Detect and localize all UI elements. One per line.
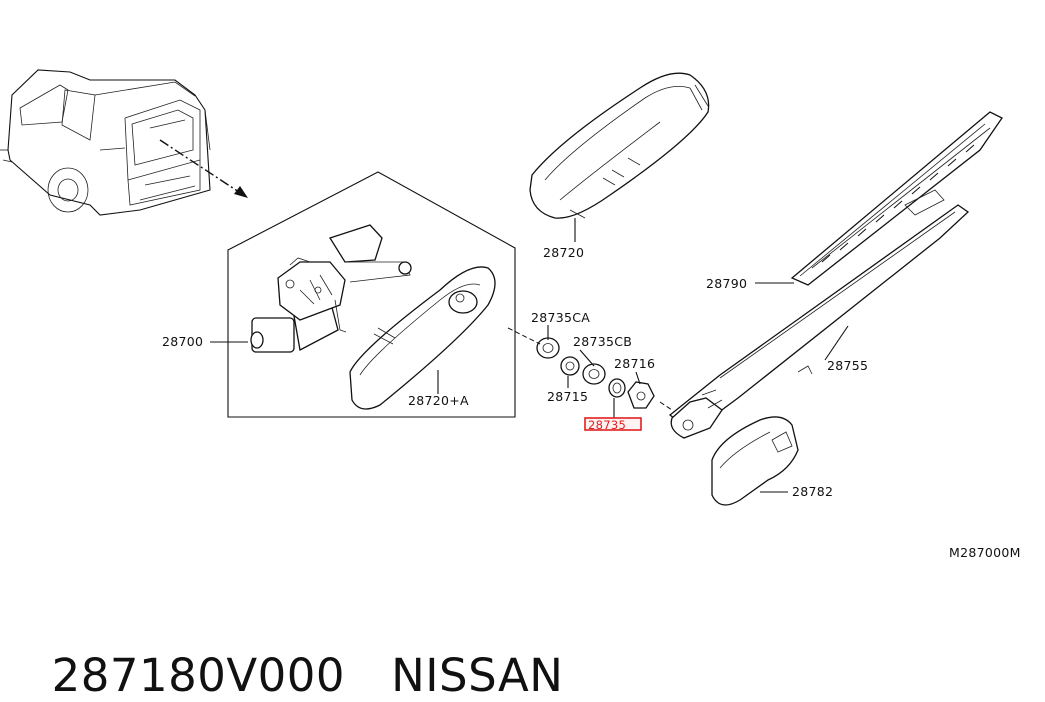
label-28720a: 28720+A [408,393,469,408]
part-28715-shape [560,356,580,376]
vehicle-pointer-arrow [159,139,246,197]
cover-28720-shape [529,72,710,219]
part-number: 287180V000 [51,649,346,702]
label-28720: 28720 [543,245,584,260]
label-28700: 28700 [162,334,203,349]
brand-name: NISSAN [391,649,564,702]
part-28735ca-shape [536,337,560,359]
part-28735cb-shape [582,363,606,385]
label-28790: 28790 [706,276,747,291]
parts-diagram: 28700 28720 28720+A 28735CA 28735CB 2871… [0,69,1021,560]
arrow-head [234,186,248,198]
cover-28720a-shape [349,266,496,410]
wiper-motor [250,224,412,353]
label-28716: 28716 [614,356,655,371]
vehicle-illustration [0,69,211,216]
label-28782: 28782 [792,484,833,499]
part-28735-shape [608,378,626,398]
part-28716-shape [627,381,655,409]
caption: 287180V000 NISSAN [22,596,563,702]
cap-28782-shape [711,416,799,506]
label-28735: 28735 [588,418,626,432]
leader-lines [210,218,849,493]
wiper-arm-28755-shape [668,189,970,439]
label-28735cb: 28735CB [573,334,632,349]
wiper-blade-28790-shape [790,111,1003,286]
label-28715: 28715 [547,389,588,404]
diagram-code: M287000M [949,545,1021,560]
assembly-axis [507,327,673,411]
motor-assembly-box [227,171,516,418]
label-28735ca: 28735CA [531,310,590,325]
highlight-box-28735 [584,417,642,431]
label-28755: 28755 [827,358,868,373]
